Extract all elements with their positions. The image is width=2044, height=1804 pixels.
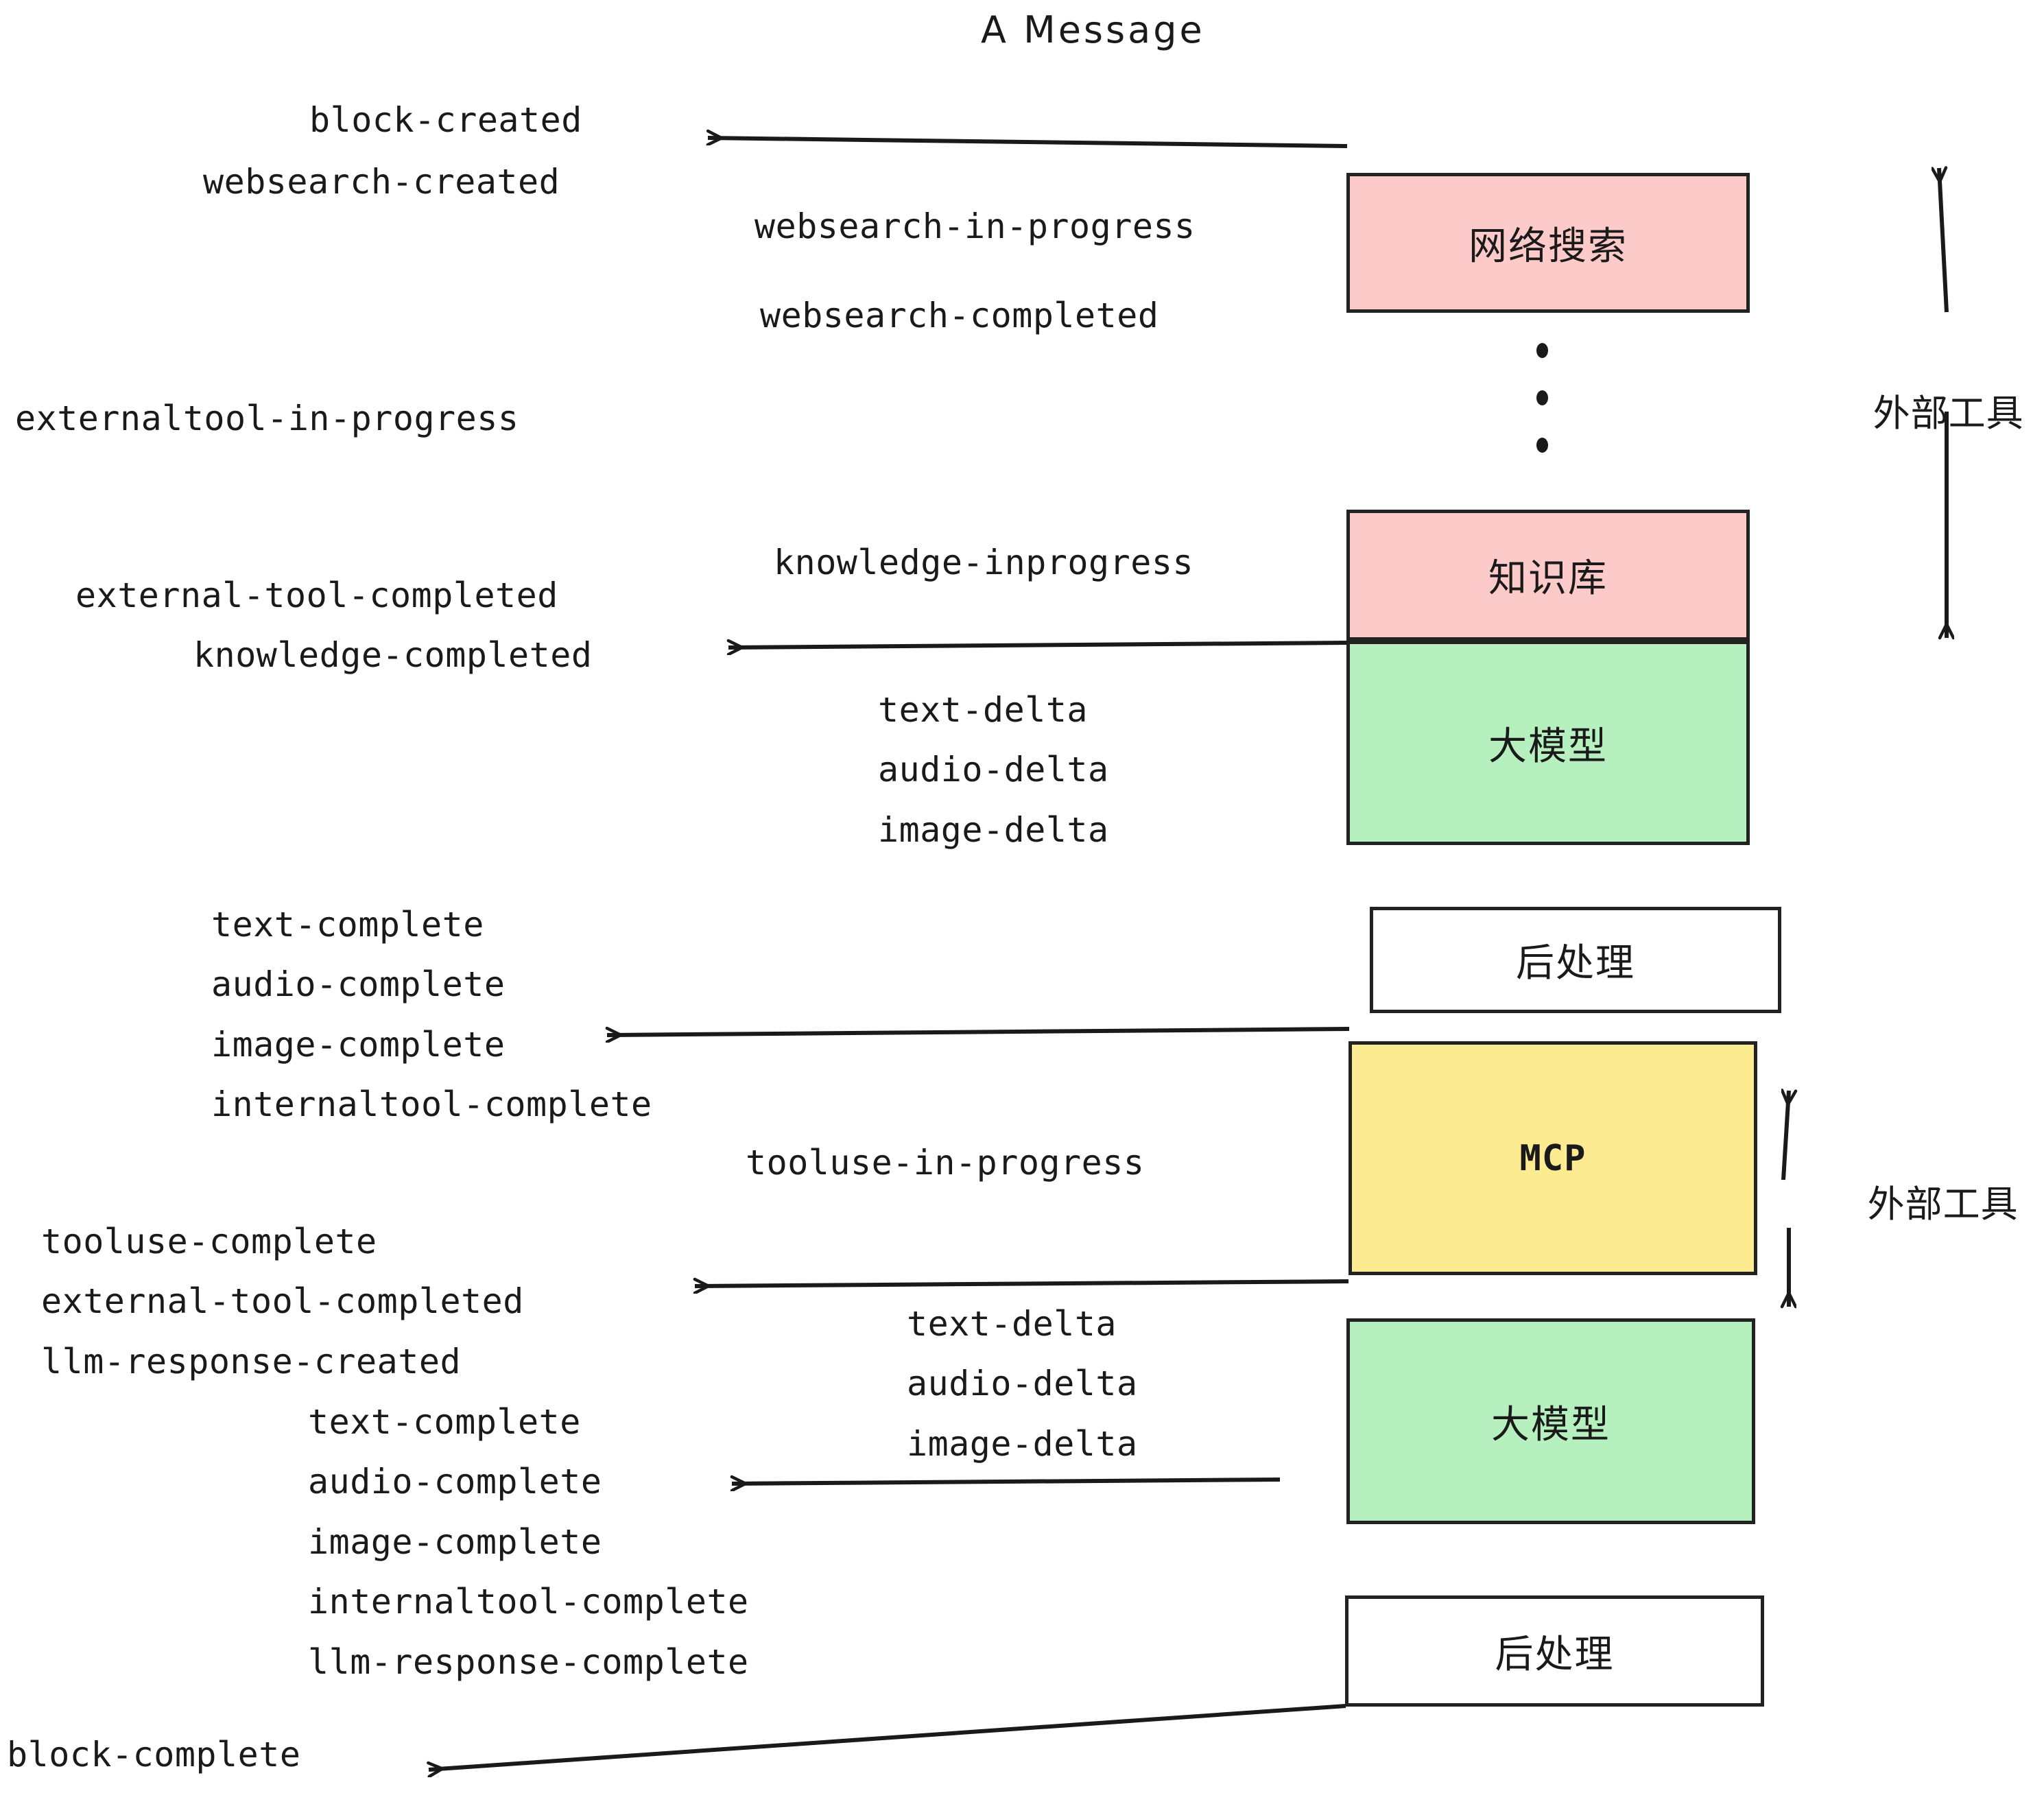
- arrow-knowledge-to-knowledge-completed: [728, 643, 1348, 648]
- event-websearch-created: websearch-created: [203, 162, 560, 202]
- event-external-tool-completed-2: external-tool-completed: [41, 1281, 524, 1321]
- event-internaltool-complete-2: internaltool-complete: [308, 1582, 749, 1622]
- page-title: A Message: [981, 8, 1205, 51]
- event-externaltool-in-progress: externaltool-in-progress: [15, 399, 519, 438]
- event-text-complete-1: text-complete: [211, 905, 484, 945]
- event-knowledge-completed: knowledge-completed: [193, 635, 593, 675]
- event-tooluse-complete: tooluse-complete: [41, 1222, 377, 1261]
- node-knowledge-label: 知识库: [1488, 556, 1608, 601]
- event-audio-delta-1: audio-delta: [878, 750, 1109, 790]
- event-audio-complete-2: audio-complete: [308, 1462, 602, 1502]
- group-label-external-tools-top: 外部工具: [1823, 340, 2024, 480]
- event-internaltool-complete-1: internaltool-complete: [211, 1084, 652, 1124]
- node-postprocess-1-label: 后处理: [1516, 941, 1635, 986]
- event-text-delta-2: text-delta: [907, 1304, 1117, 1344]
- external-tools-bottom-text: 外部工具: [1867, 1183, 2019, 1226]
- event-image-delta-1: image-delta: [878, 810, 1109, 850]
- event-tooluse-in-progress: tooluse-in-progress: [746, 1143, 1145, 1183]
- event-block-complete: block-complete: [7, 1735, 301, 1775]
- event-image-complete-2: image-complete: [308, 1522, 602, 1562]
- event-llm-response-complete: llm-response-complete: [308, 1642, 749, 1682]
- event-external-tool-completed-1: external-tool-completed: [75, 575, 558, 615]
- event-text-delta-1: text-delta: [878, 690, 1089, 730]
- arrow-postprocess-to-image-complete: [607, 1029, 1350, 1035]
- node-postprocess-2-label: 后处理: [1495, 1632, 1615, 1677]
- node-mcp-label: MCP: [1519, 1137, 1587, 1179]
- node-knowledge[interactable]: 知识库: [1346, 510, 1750, 641]
- external-tools-top-up-arrow: [1939, 168, 1949, 313]
- event-websearch-in-progress: websearch-in-progress: [754, 206, 1196, 246]
- vertical-ellipsis-icon: [1535, 343, 1549, 453]
- external-tools-top-text: 外部工具: [1873, 392, 2024, 435]
- external-tools-bottom-up-arrow: [1783, 1091, 1789, 1180]
- node-postprocess-2[interactable]: 后处理: [1345, 1595, 1764, 1707]
- event-audio-delta-2: audio-delta: [907, 1364, 1138, 1403]
- node-llm-2-label: 大模型: [1491, 1402, 1611, 1447]
- arrow-postprocess-to-block-complete: [429, 1704, 1346, 1770]
- node-websearch[interactable]: 网络搜索: [1346, 173, 1750, 313]
- node-llm-1[interactable]: 大模型: [1346, 641, 1750, 845]
- node-mcp[interactable]: MCP: [1348, 1041, 1757, 1275]
- event-websearch-completed: websearch-completed: [760, 296, 1159, 335]
- event-text-complete-2: text-complete: [308, 1402, 581, 1442]
- node-llm-1-label: 大模型: [1488, 724, 1608, 769]
- arrow-websearch-to-block-created: [708, 138, 1348, 148]
- event-audio-complete-1: audio-complete: [211, 964, 506, 1004]
- arrow-llm-to-audio-complete: [732, 1480, 1281, 1484]
- event-knowledge-inprogress: knowledge-inprogress: [774, 543, 1194, 582]
- arrow-mcp-to-tooluse-complete: [695, 1281, 1349, 1286]
- event-image-complete-1: image-complete: [211, 1025, 506, 1065]
- event-image-delta-2: image-delta: [907, 1424, 1138, 1464]
- node-websearch-label: 网络搜索: [1469, 224, 1628, 269]
- event-llm-response-created: llm-response-created: [41, 1342, 462, 1381]
- node-postprocess-1[interactable]: 后处理: [1370, 907, 1781, 1013]
- group-label-external-tools-bottom: 外部工具: [1818, 1130, 2019, 1271]
- event-block-created: block-created: [309, 100, 582, 140]
- node-llm-2[interactable]: 大模型: [1346, 1318, 1755, 1524]
